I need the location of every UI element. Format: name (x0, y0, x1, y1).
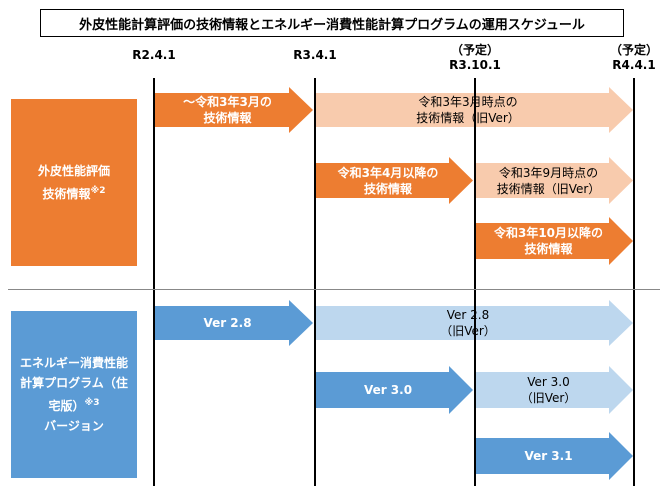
arrow-text-line1: Ver 2.8 (446, 308, 490, 322)
arrow-text-line2: 技術情報 (203, 111, 252, 125)
arrow-text-line2: （旧Ver） (520, 391, 577, 405)
arrow-text-9: Ver 3.1 (476, 438, 621, 474)
envelope-label-line1: 外皮性能評価 (37, 164, 110, 178)
arrow-text-8: Ver 3.0 （旧Ver） (476, 372, 621, 408)
date-value: R2.4.1 (132, 48, 176, 62)
arrow-text-line2: 技術情報 (524, 242, 573, 256)
arrow-shape-0 (154, 87, 313, 133)
date-label-r2: R2.4.1 (109, 48, 199, 62)
arrow-text-line1: 令和3年9月時点の (498, 165, 599, 180)
date-label-r3: R3.4.1 (270, 48, 360, 62)
arrow-text-2: 令和3年4月以降の 技術情報 (315, 163, 461, 198)
date-value: R4.4.1 (612, 58, 656, 72)
arrow-text-line1: Ver 3.0 (527, 375, 570, 389)
date-line-r3 (314, 78, 316, 486)
arrow-shape-2 (315, 157, 473, 204)
date-line-r3-10 (474, 78, 476, 486)
date-value: R3.10.1 (449, 58, 501, 72)
program-label-line3: 宅版） (48, 399, 85, 413)
arrow-text-0: ～令和3年3月の 技術情報 (154, 93, 301, 127)
program-label-line4: バージョン (44, 419, 104, 433)
arrow-text-line1: Ver 2.8 (203, 316, 252, 330)
program-label-sup: ※3 (84, 398, 100, 408)
arrow-text-line2: 技術情報（旧Ver） (416, 111, 520, 125)
diagram-title: 外皮性能計算評価の技術情報とエネルギー消費性能計算プログラムの運用スケジュール (40, 9, 624, 37)
date-label-r3-10: （予定） R3.10.1 (430, 41, 520, 72)
arrow-text-5: Ver 2.8 (154, 306, 301, 340)
arrow-shape-8 (476, 366, 633, 414)
arrow-text-line2: 技術情報 (363, 181, 412, 196)
arrow-shape-5 (154, 300, 313, 346)
arrow-shape-3 (476, 157, 633, 204)
date-note: （予定） (609, 43, 658, 57)
date-line-r2 (153, 78, 155, 486)
arrow-shape-7 (315, 366, 473, 414)
envelope-label-sup: ※2 (90, 186, 106, 196)
arrow-shape-9 (476, 432, 633, 480)
arrow-text-line1: Ver 3.1 (524, 449, 573, 463)
arrow-text-line1: 令和3年4月以降の (337, 165, 439, 180)
envelope-row-label: 外皮性能評価 技術情報※2 (11, 99, 137, 266)
arrow-text-line1: ～令和3年3月の (183, 95, 272, 109)
arrow-text-line1: 令和3年3月時点の (418, 95, 518, 109)
arrow-text-3: 令和3年9月時点の 技術情報（旧Ver） (476, 163, 621, 198)
program-row-label: エネルギー消費性能 計算プログラム（住 宅版）※3 バージョン (11, 311, 137, 478)
arrow-text-7: Ver 3.0 (315, 372, 461, 408)
program-label-line1: エネルギー消費性能 (19, 356, 128, 370)
arrow-text-6: Ver 2.8 （旧Ver） (315, 306, 621, 340)
envelope-label-line2: 技術情報 (42, 187, 91, 201)
section-separator (8, 289, 660, 290)
program-label-line2: 計算プログラム（住 (20, 376, 128, 390)
arrow-text-line2: 技術情報（旧Ver） (496, 181, 601, 196)
arrow-text-line1: 令和3年10月以降の (493, 226, 604, 240)
date-label-r4: （予定） R4.4.1 (589, 41, 668, 72)
date-line-r4 (633, 78, 635, 486)
arrow-text-1: 令和3年3月時点の 技術情報（旧Ver） (315, 93, 621, 127)
date-value: R3.4.1 (293, 48, 337, 62)
arrow-text-line1: Ver 3.0 (363, 383, 413, 397)
arrow-text-line2: （旧Ver） (440, 324, 496, 338)
arrow-text-4: 令和3年10月以降の 技術情報 (476, 223, 621, 259)
arrow-shape-4 (476, 217, 633, 265)
date-note: （予定） (450, 43, 499, 57)
